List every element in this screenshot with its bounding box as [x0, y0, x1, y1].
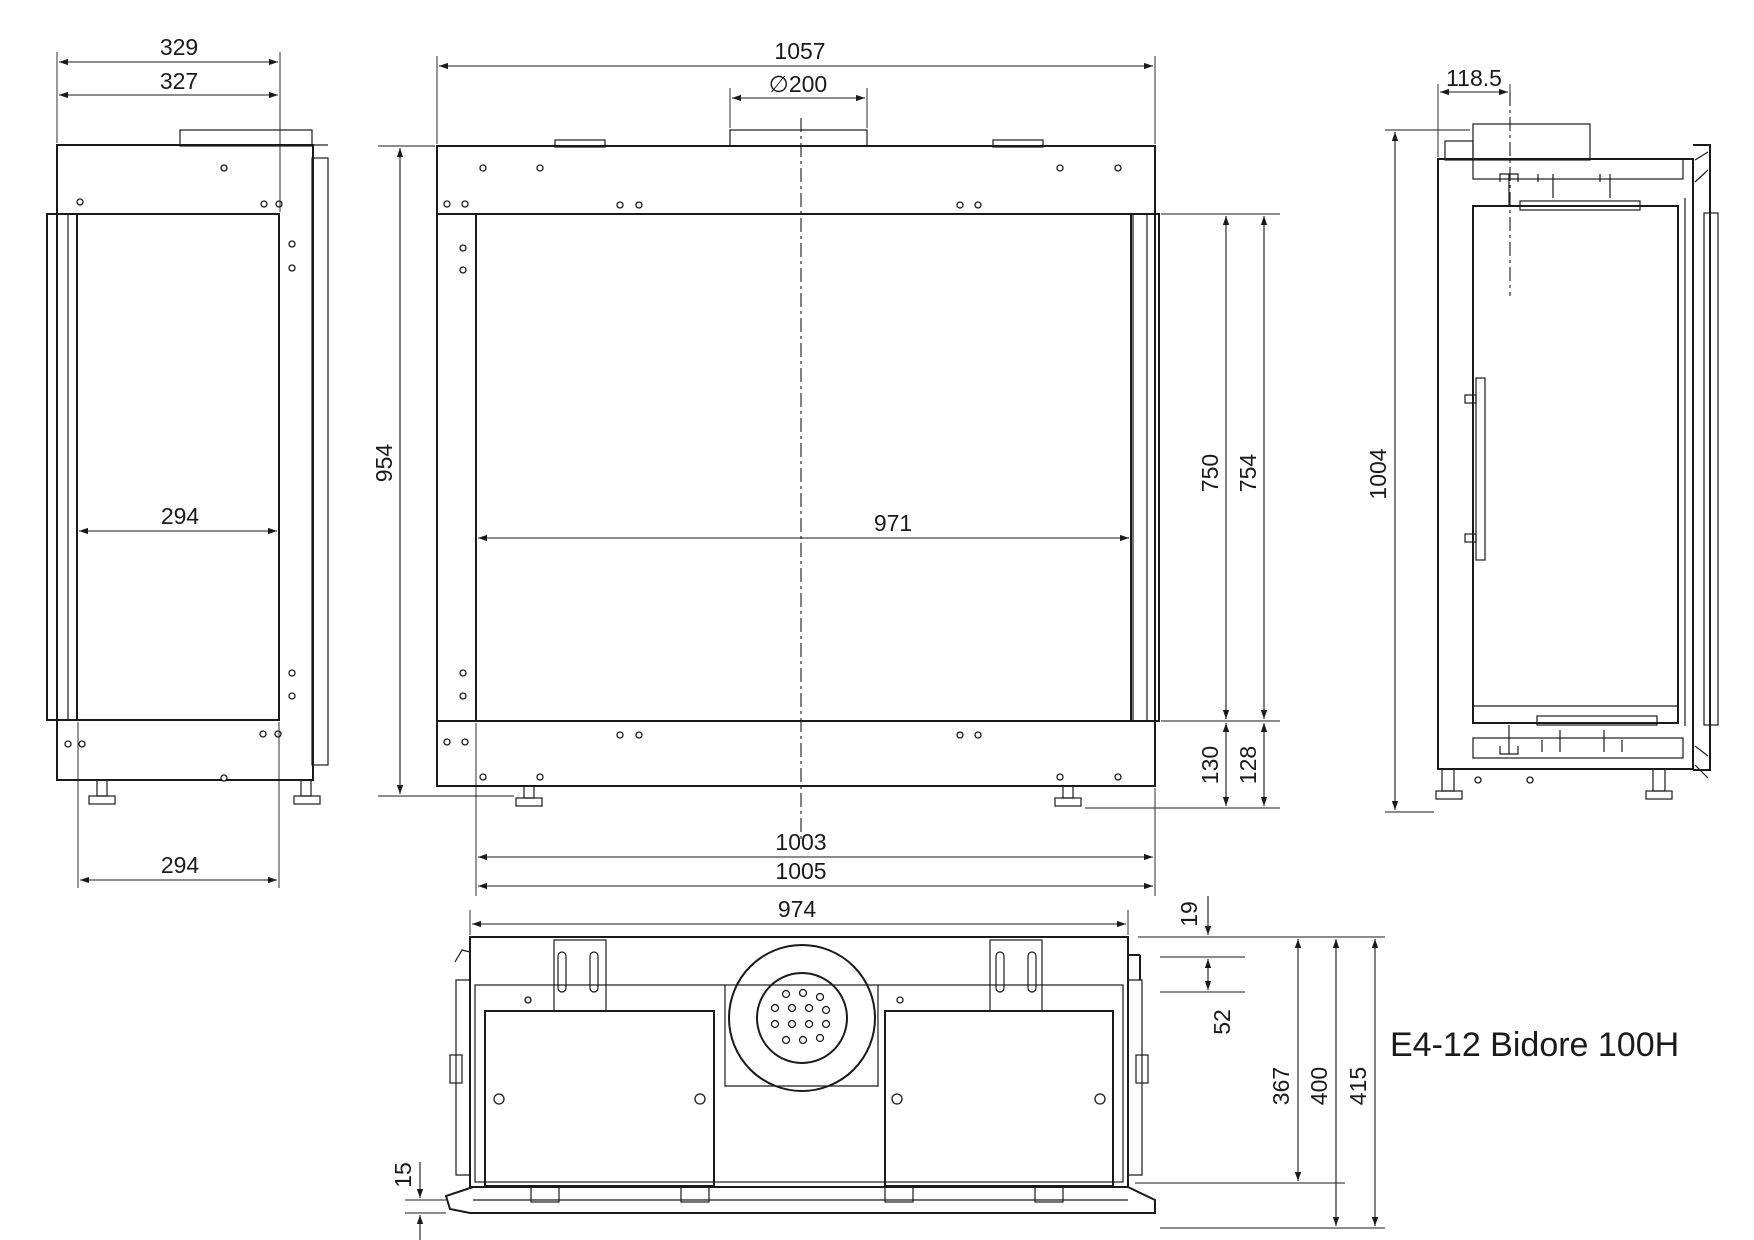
dim-side-bottom-width: 294 [161, 852, 200, 878]
leveling-feet-right [1435, 768, 1673, 800]
dim-top-flue-offset: 52 [1209, 1009, 1235, 1035]
side-view-right: 118.5 1004 [1365, 65, 1719, 813]
dim-front-glass-width: 971 [874, 510, 912, 536]
dim-front-total-width: 1057 [774, 38, 825, 64]
dim-front-glass-height-2: 754 [1235, 454, 1261, 493]
dim-front-base-height-2: 128 [1235, 746, 1261, 784]
dim-top-depth-2: 400 [1306, 1067, 1332, 1105]
dim-front-height: 954 [371, 444, 397, 483]
dim-front-base-height-1: 130 [1197, 746, 1223, 784]
dim-top-depth-3: 415 [1345, 1067, 1371, 1105]
dim-top-depth-1: 367 [1268, 1067, 1294, 1105]
flue-grid [770, 988, 831, 1045]
dim-side-glass-width: 294 [161, 503, 200, 529]
dim-top-offset: 19 [1176, 901, 1202, 927]
drawing-title: E4-12 Bidore 100H [1390, 1026, 1679, 1064]
screw-holes-left [64, 164, 296, 782]
dim-front-glass-height-1: 750 [1197, 454, 1223, 492]
top-view: 974 19 52 367 400 415 15 [390, 896, 1385, 1240]
dim-right-flue-offset: 118.5 [1446, 65, 1502, 91]
dim-top-width: 974 [778, 896, 817, 922]
dim-front-bottom-width-1: 1003 [775, 829, 826, 855]
dim-side-top-inner: 327 [160, 68, 198, 94]
front-clips-top [530, 1185, 1064, 1203]
dim-top-front-offset: 15 [390, 1162, 416, 1188]
screw-holes-front [443, 164, 1122, 781]
dim-front-flue-diameter: ∅200 [769, 71, 827, 97]
dim-side-top-outer: 329 [160, 34, 198, 60]
leveling-feet-front [515, 785, 1082, 807]
flue-outlet [728, 944, 876, 1092]
leveling-feet-left [88, 779, 321, 805]
clips-right [1499, 173, 1623, 755]
side-view-left: 329 327 294 294 [46, 34, 329, 888]
front-view: 1057 ∅200 971 954 1003 1005 750 754 130 … [371, 38, 1280, 896]
dim-right-height: 1004 [1365, 448, 1391, 499]
dim-front-bottom-width-2: 1005 [775, 858, 826, 884]
